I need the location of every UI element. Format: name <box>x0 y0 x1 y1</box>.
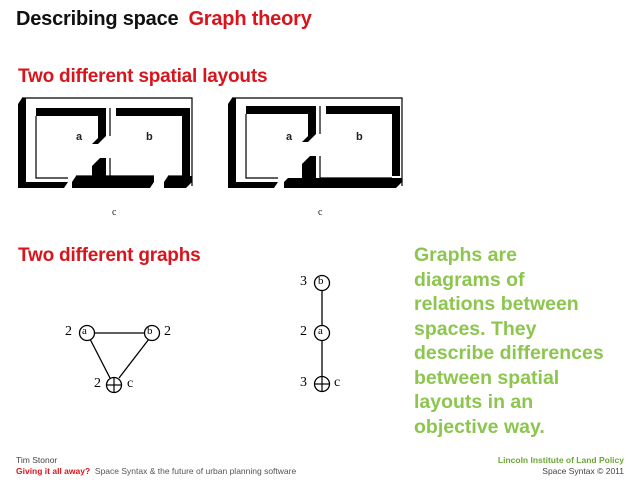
room-label-a: a <box>76 131 83 143</box>
node-a-depth: 2 <box>65 324 72 339</box>
footer-talk-subtitle: Space Syntax & the future of urban plann… <box>94 466 297 476</box>
outside-label-c: c <box>318 207 323 218</box>
title-main: Describing space <box>16 8 179 30</box>
graph-linear-drawing <box>313 274 331 393</box>
node-a-label: a <box>82 325 87 337</box>
graph-triangle: a b 2 2 2 c <box>50 315 190 400</box>
node-b-depth: 3 <box>300 274 307 289</box>
graph-linear: b a 3 2 3 c <box>290 265 360 400</box>
description-line: diagrams of <box>414 268 525 291</box>
description-line: objective way. <box>414 415 545 438</box>
section-heading-layouts: Two different spatial layouts <box>18 66 268 87</box>
room-label-b: b <box>146 131 153 143</box>
node-c-depth: 3 <box>300 375 307 390</box>
outside-label-c: c <box>112 207 117 218</box>
graph-triangle-drawing <box>78 324 161 394</box>
node-a-label: a <box>318 325 323 337</box>
node-c-label: c <box>334 375 341 390</box>
node-b-label: b <box>147 325 153 337</box>
slide-title: Describing space Graph theory <box>16 8 312 31</box>
footer-right: Lincoln Institute of Land Policy Space S… <box>498 455 624 477</box>
section-heading-graphs: Two different graphs <box>18 245 201 266</box>
room-label-a: a <box>286 131 293 143</box>
description-line: between spatial <box>414 366 560 389</box>
description-line: relations between <box>414 293 579 315</box>
floor-plan-2: a b c <box>224 94 424 218</box>
footer-copyright: Space Syntax © 2011 <box>542 466 624 476</box>
node-c-depth: 2 <box>94 376 101 391</box>
floor-plan-1-drawing <box>18 97 193 188</box>
description-line: describe differences <box>414 342 604 364</box>
footer-left: Tim Stonor Giving it all away? Space Syn… <box>16 455 296 477</box>
description-text: Graphs are diagrams of relations between… <box>414 243 634 439</box>
node-c-label: c <box>127 376 134 391</box>
node-a-depth: 2 <box>300 324 307 339</box>
room-label-b: b <box>356 131 363 143</box>
footer-author: Tim Stonor <box>16 455 58 465</box>
footer-talk-title: Giving it all away? <box>16 466 91 476</box>
floor-plan-1: a b c <box>14 94 214 218</box>
description-line: Graphs are <box>414 244 517 266</box>
footer-institute: Lincoln Institute of Land Policy <box>497 455 624 465</box>
node-b-depth: 2 <box>164 324 171 339</box>
node-b-label: b <box>318 275 324 287</box>
title-topic: Graph theory <box>188 8 312 30</box>
description-line: layouts in an <box>414 391 534 413</box>
floor-plan-2-drawing <box>228 97 403 188</box>
description-line: spaces. They <box>414 317 537 340</box>
